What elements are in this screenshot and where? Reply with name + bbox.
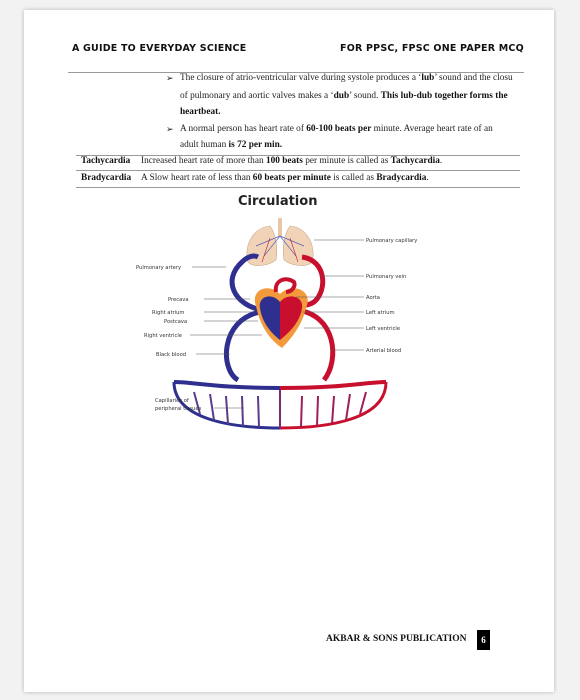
right-leader-lines (296, 239, 364, 351)
header-rule (68, 72, 524, 73)
term-tachycardia: Tachycardia (81, 156, 131, 166)
label-pulmonary-capillary: Pulmonary capillary (366, 238, 417, 244)
bullet-2-line-2: adult human is 72 per min. (180, 140, 283, 150)
bullet-2-line-1: A normal person has heart rate of 60-100… (180, 124, 493, 134)
document-page: A GUIDE TO EVERYDAY SCIENCE FOR PPSC, FP… (24, 10, 554, 692)
label-pulmonary-vein: Pulmonary vein (366, 274, 406, 280)
label-black-blood: Black blood (156, 352, 186, 358)
label-arterial-blood: Arterial blood (366, 348, 401, 354)
label-right-ventricle: Right ventricle (144, 333, 182, 339)
label-precava: Precava (168, 297, 189, 303)
definition-bradycardia: A Slow heart rate of less than 60 beats … (141, 173, 429, 183)
bullet-1-line-1: The closure of atrio-ventricular valve d… (180, 73, 513, 83)
left-leader-lines (190, 266, 262, 409)
bullet-1-line-2: of pulmonary and aortic valves makes a ‘… (180, 91, 508, 101)
heart (254, 277, 308, 348)
bullet-1-line-3: heartbeat. (180, 107, 221, 117)
circulation-diagram: Pulmonary artery Precava Right atrium Po… (136, 218, 417, 430)
label-postcava: Postcava (164, 319, 187, 325)
label-left-ventricle: Left ventricle (366, 326, 400, 332)
label-right-atrium: Right atrium (152, 310, 184, 316)
page-number: 6 (477, 630, 490, 650)
header-right-title: FOR PPSC, FPSC ONE PAPER MCQ (340, 43, 524, 54)
label-capillaries-line-2: peripheral tissues (155, 406, 202, 412)
label-pulmonary-artery: Pulmonary artery (136, 265, 181, 271)
arterial-vessel (295, 307, 336, 382)
footer-publisher: AKBAR & SONS PUBLICATION (326, 634, 467, 644)
label-capillaries-line-1: Capillaries of (155, 398, 189, 404)
table-rule-middle (76, 170, 520, 171)
label-left-atrium: Left atrium (366, 310, 395, 316)
bullet-arrow-icon: ➢ (166, 73, 174, 83)
diagram-title: Circulation (238, 194, 318, 209)
venous-vessel (224, 309, 261, 383)
term-bradycardia: Bradycardia (81, 173, 132, 183)
bullet-arrow-icon: ➢ (166, 124, 174, 134)
header-left-title: A GUIDE TO EVERYDAY SCIENCE (72, 43, 247, 54)
pulmonary-artery-vessel (229, 253, 263, 313)
table-rule-top (76, 155, 520, 156)
label-aorta: Aorta (366, 295, 380, 301)
table-rule-bottom (76, 187, 520, 188)
capillary-bed (172, 380, 388, 430)
definition-tachycardia: Increased heart rate of more than 100 be… (141, 156, 443, 166)
